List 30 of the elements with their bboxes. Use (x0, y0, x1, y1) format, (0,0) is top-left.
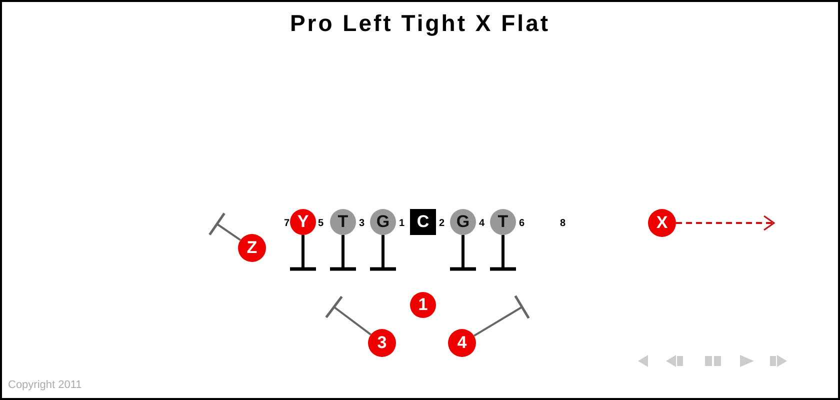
center-square: C (410, 209, 436, 235)
lineman-marker: G (370, 209, 396, 235)
block-line (474, 294, 530, 337)
play-title: Pro Left Tight X Flat (288, 10, 552, 37)
lineman-marker: T (490, 209, 516, 235)
block-line (368, 235, 398, 271)
gap-number: 8 (560, 218, 566, 229)
lineman-marker: T (330, 209, 356, 235)
gap-number: 2 (439, 218, 445, 229)
player-marker: Z (238, 234, 266, 262)
block-line (328, 235, 358, 271)
block-line (448, 235, 478, 271)
copyright-note: Copyright 2011 (8, 379, 82, 391)
route-arrow (676, 215, 775, 231)
player-marker: X (648, 209, 676, 237)
gap-number: 6 (519, 218, 525, 229)
gap-number: 3 (359, 218, 365, 229)
player-marker: 3 (368, 329, 396, 357)
player-marker: 4 (448, 329, 476, 357)
player-marker: Y (290, 209, 316, 235)
block-line (324, 295, 372, 336)
lineman-marker: G (450, 209, 476, 235)
block-line (288, 235, 318, 271)
gap-number: 4 (479, 218, 485, 229)
gap-number: 5 (318, 218, 324, 229)
gap-number: 7 (284, 218, 290, 229)
block-line (208, 212, 242, 241)
player-marker: 1 (410, 292, 436, 318)
gap-number: 1 (399, 218, 405, 229)
block-line (488, 235, 518, 271)
